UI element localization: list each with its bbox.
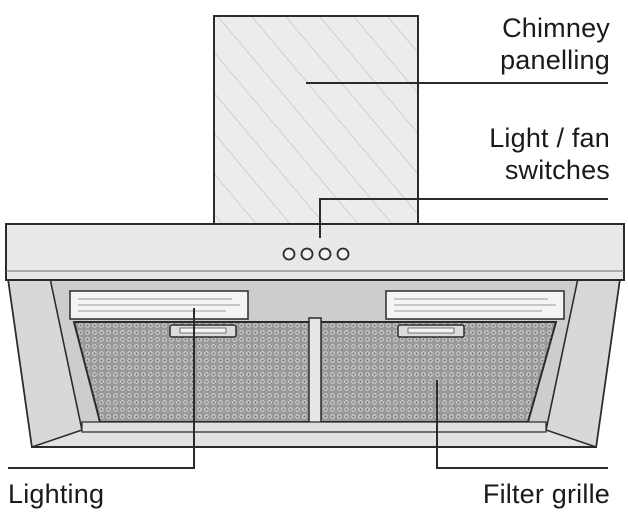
filter-leader bbox=[436, 380, 608, 469]
leader-lines bbox=[8, 82, 608, 469]
hood-bottom-rim bbox=[81, 421, 547, 433]
control-button[interactable] bbox=[336, 247, 350, 261]
chimney-label-line1: Chimney bbox=[502, 13, 610, 43]
switches-label-line2: switches bbox=[504, 155, 610, 185]
filter-divider bbox=[308, 317, 322, 427]
switches-label-line1: Light / fan bbox=[489, 123, 610, 153]
chimney-panel bbox=[213, 15, 419, 225]
control-button[interactable] bbox=[300, 247, 314, 261]
chimney-label: Chimney panelling bbox=[500, 12, 610, 76]
switches-label: Light / fan switches bbox=[489, 122, 610, 186]
control-button[interactable] bbox=[318, 247, 332, 261]
filter-grille-label: Filter grille bbox=[482, 479, 610, 509]
control-buttons bbox=[282, 247, 350, 261]
control-button[interactable] bbox=[282, 247, 296, 261]
lighting-leader bbox=[8, 308, 195, 469]
switches-leader bbox=[319, 198, 608, 238]
chimney-label-line2: panelling bbox=[500, 45, 610, 75]
lighting-label: Lighting bbox=[8, 479, 105, 509]
hood-front-band bbox=[5, 223, 625, 281]
